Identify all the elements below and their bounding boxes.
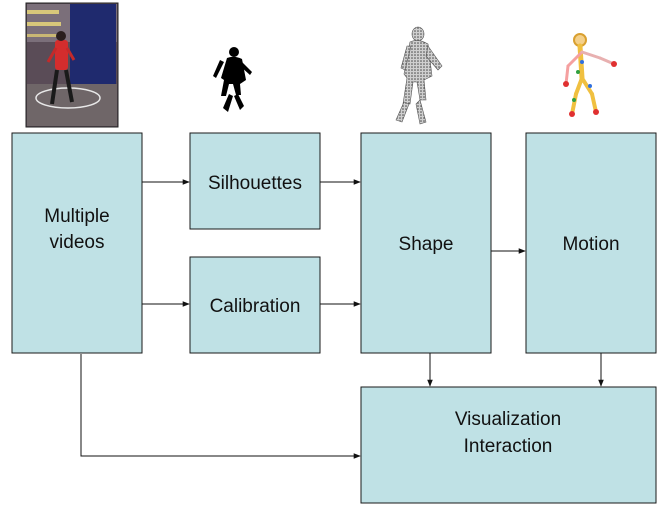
edges	[80, 179, 604, 459]
node-visualization-line1: Visualization	[455, 409, 561, 430]
node-visualization-line2: Interaction	[464, 436, 553, 457]
node-motion-label: Motion	[562, 234, 619, 255]
node-shape-label: Shape	[399, 234, 454, 255]
node-visualization-interaction: Visualization Interaction	[360, 386, 657, 504]
video-frame-image	[25, 2, 119, 128]
node-calibration-label: Calibration	[210, 296, 301, 317]
edge-videos-visualization	[80, 354, 361, 459]
node-multiple-videos: Multiple videos	[11, 132, 143, 354]
node-motion: Motion	[525, 132, 657, 354]
node-multiple-videos-line2: videos	[50, 232, 105, 253]
node-shape: Shape	[360, 132, 492, 354]
silhouette-image	[213, 47, 252, 112]
shape-mesh-image	[395, 26, 443, 125]
node-calibration: Calibration	[189, 256, 321, 354]
node-silhouettes: Silhouettes	[189, 132, 321, 230]
node-multiple-videos-line1: Multiple	[44, 206, 109, 227]
node-silhouettes-label: Silhouettes	[208, 173, 302, 194]
motion-skeleton-image	[563, 33, 617, 117]
